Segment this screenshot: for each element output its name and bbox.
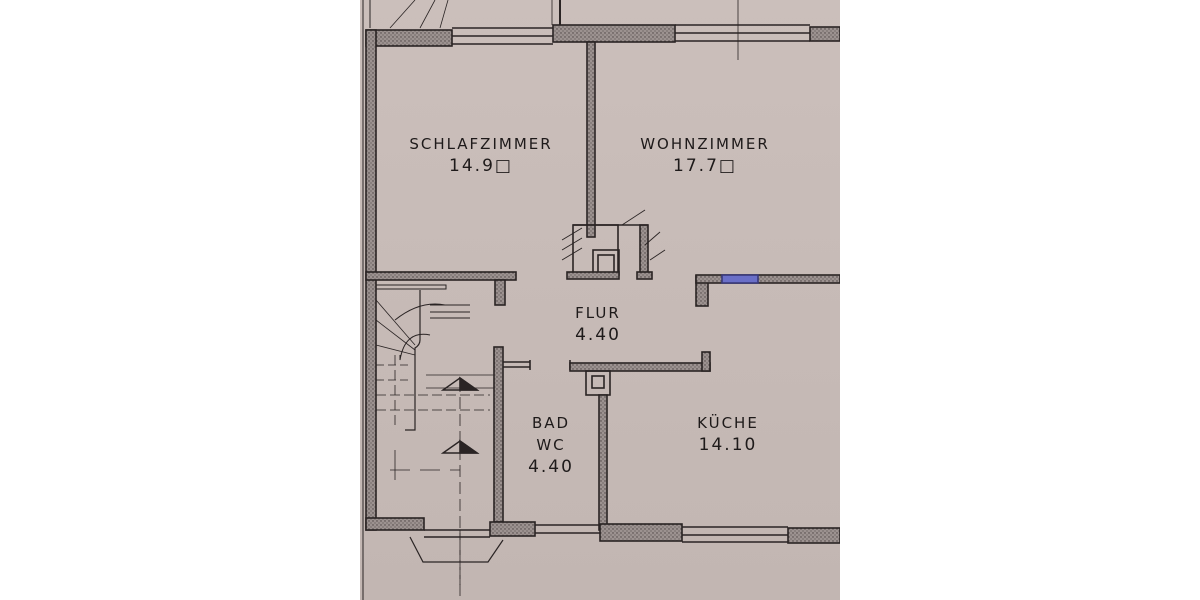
room-name: FLUR: [575, 304, 621, 322]
room-name-line2: WC: [536, 436, 566, 454]
room-area: 4.40: [575, 325, 621, 345]
window-highlight: [721, 274, 759, 284]
room-area: 17.7□: [673, 156, 737, 176]
floor-plan-photo: SCHLAFZIMMER 14.9□ WOHNZIMMER 17.7□ FLUR…: [360, 0, 840, 600]
room-label-bad: BAD WC 4.40: [528, 412, 574, 478]
room-area: 14.9□: [449, 156, 513, 176]
room-name: BAD: [531, 414, 571, 432]
room-label-flur: FLUR 4.40: [575, 302, 621, 346]
room-name: WOHNZIMMER: [640, 135, 770, 153]
room-name: SCHLAFZIMMER: [409, 135, 553, 153]
room-label-schlafzimmer: SCHLAFZIMMER 14.9□: [409, 133, 552, 177]
room-area: 14.10: [698, 435, 758, 455]
floor-plan-drawing: [362, 0, 840, 600]
room-label-wohnzimmer: WOHNZIMMER 17.7□: [640, 133, 770, 177]
room-label-kueche: KÜCHE 14.10: [697, 412, 759, 456]
room-name: KÜCHE: [697, 414, 759, 432]
room-area: 4.40: [528, 457, 574, 477]
